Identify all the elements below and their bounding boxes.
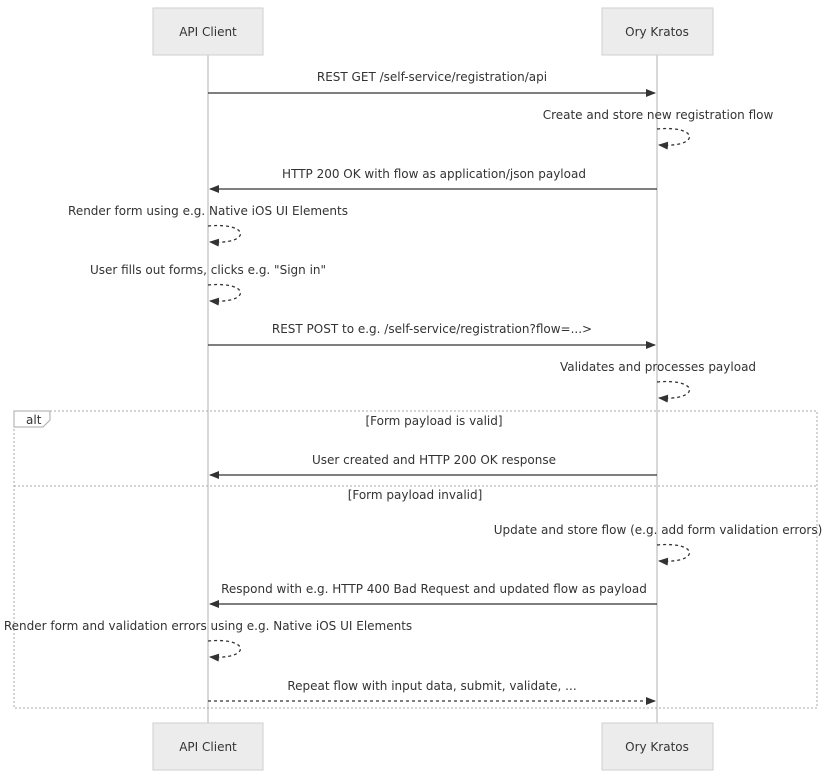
actor-box (601, 722, 714, 771)
message-label: REST GET /self-service/registration/api (317, 70, 547, 84)
message-user-created: User created and HTTP 200 OK response (209, 453, 657, 479)
message-get-registration: REST GET /self-service/registration/api (208, 70, 656, 97)
self-loop-arrow (656, 127, 690, 150)
message-label: Create and store new registration flow (543, 108, 774, 122)
message-label: Repeat flow with input data, submit, val… (287, 679, 576, 693)
self-loop-arrow (207, 283, 241, 306)
self-loop-arrow (656, 380, 690, 403)
message-http-400: Respond with e.g. HTTP 400 Bad Request a… (209, 582, 657, 608)
actor-api-client-top: API Client (152, 7, 264, 56)
actor-api-client-bottom: API Client (152, 722, 264, 771)
alt-frame: alt [Form payload is valid] [Form payloa… (13, 410, 818, 709)
message-label: User created and HTTP 200 OK response (312, 453, 556, 467)
actor-label: API Client (179, 740, 237, 754)
message-label: Render form and validation errors using … (4, 619, 412, 633)
actor-label: API Client (179, 25, 237, 39)
self-loop-arrow (207, 224, 241, 247)
alt-condition-valid: [Form payload is valid] (365, 414, 502, 428)
message-update-flow: Update and store flow (e.g. add form val… (494, 523, 823, 566)
message-label: HTTP 200 OK with flow as application/jso… (282, 167, 586, 181)
message-label: Update and store flow (e.g. add form val… (494, 523, 823, 537)
alt-frame-border (13, 410, 818, 709)
message-label: Respond with e.g. HTTP 400 Bad Request a… (221, 582, 647, 596)
actor-ory-kratos-bottom: Ory Kratos (601, 722, 714, 771)
message-label: Render form using e.g. Native iOS UI Ele… (68, 204, 348, 218)
alt-frame-tag-box (13, 410, 51, 428)
message-create-flow: Create and store new registration flow (543, 108, 774, 150)
message-post-registration: REST POST to e.g. /self-service/registra… (208, 322, 656, 349)
self-loop-arrow (207, 639, 241, 662)
message-validate-payload: Validates and processes payload (560, 360, 756, 403)
actor-box (601, 7, 714, 56)
message-render-form: Render form using e.g. Native iOS UI Ele… (68, 204, 348, 247)
message-user-fills-form: User fills out forms, clicks e.g. "Sign … (90, 263, 326, 306)
actor-ory-kratos-top: Ory Kratos (601, 7, 714, 56)
message-label: User fills out forms, clicks e.g. "Sign … (90, 263, 326, 277)
message-render-errors: Render form and validation errors using … (4, 619, 412, 662)
alt-frame-tag: alt (26, 413, 42, 427)
message-repeat-flow: Repeat flow with input data, submit, val… (208, 679, 656, 705)
actor-label: Ory Kratos (625, 740, 689, 754)
message-label: REST POST to e.g. /self-service/registra… (272, 322, 592, 336)
message-label: Validates and processes payload (560, 360, 756, 374)
message-http-200-flow: HTTP 200 OK with flow as application/jso… (209, 167, 657, 193)
alt-condition-invalid: [Form payload invalid] (348, 488, 483, 502)
actor-label: Ory Kratos (625, 25, 689, 39)
actor-box (152, 7, 264, 56)
self-loop-arrow (656, 543, 690, 566)
actor-box (152, 722, 264, 771)
